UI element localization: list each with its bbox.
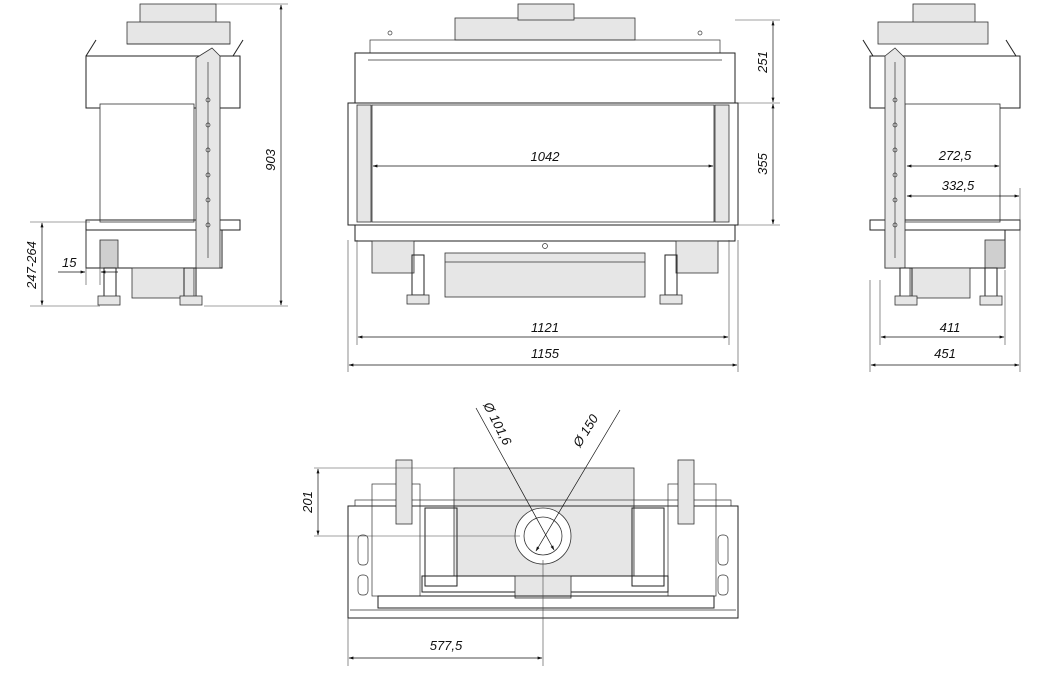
dim-flue-outer: Ø 150: [569, 411, 601, 450]
top-view: [314, 459, 739, 666]
dim-inner-width: 1121: [531, 320, 559, 335]
dim-side-width-a: 411: [940, 320, 961, 335]
dim-flue-offset: 577,5: [430, 638, 463, 653]
left-dimension-lines: [40, 4, 283, 306]
dim-overall-height: 903: [263, 148, 278, 170]
left-side-screws: [205, 97, 211, 228]
front-view: [347, 3, 780, 372]
dim-top-section: 251: [755, 51, 770, 74]
right-side-view: [862, 3, 1021, 372]
dim-flue-inner: Ø 101,6: [480, 399, 515, 449]
right-side-screws: [892, 97, 898, 228]
flue-inner-ring: [523, 516, 563, 556]
dim-glass-width: 1042: [531, 149, 561, 164]
dim-top-depth: 201: [300, 491, 315, 514]
dim-outer-width: 1155: [531, 346, 560, 361]
dim-glass-height: 355: [755, 152, 770, 174]
dim-leg-range: 247-264: [24, 241, 39, 290]
front-dimension-lines: [348, 20, 775, 367]
dim-side-depth-b: 332,5: [942, 178, 975, 193]
dim-side-depth-a: 272,5: [938, 148, 972, 163]
dim-side-width-b: 451: [934, 346, 956, 361]
dim-side-offset: 15: [62, 255, 77, 270]
top-dimension-lines: [316, 407, 621, 660]
left-side-view: [30, 3, 288, 307]
right-dimension-lines: [870, 164, 1020, 367]
